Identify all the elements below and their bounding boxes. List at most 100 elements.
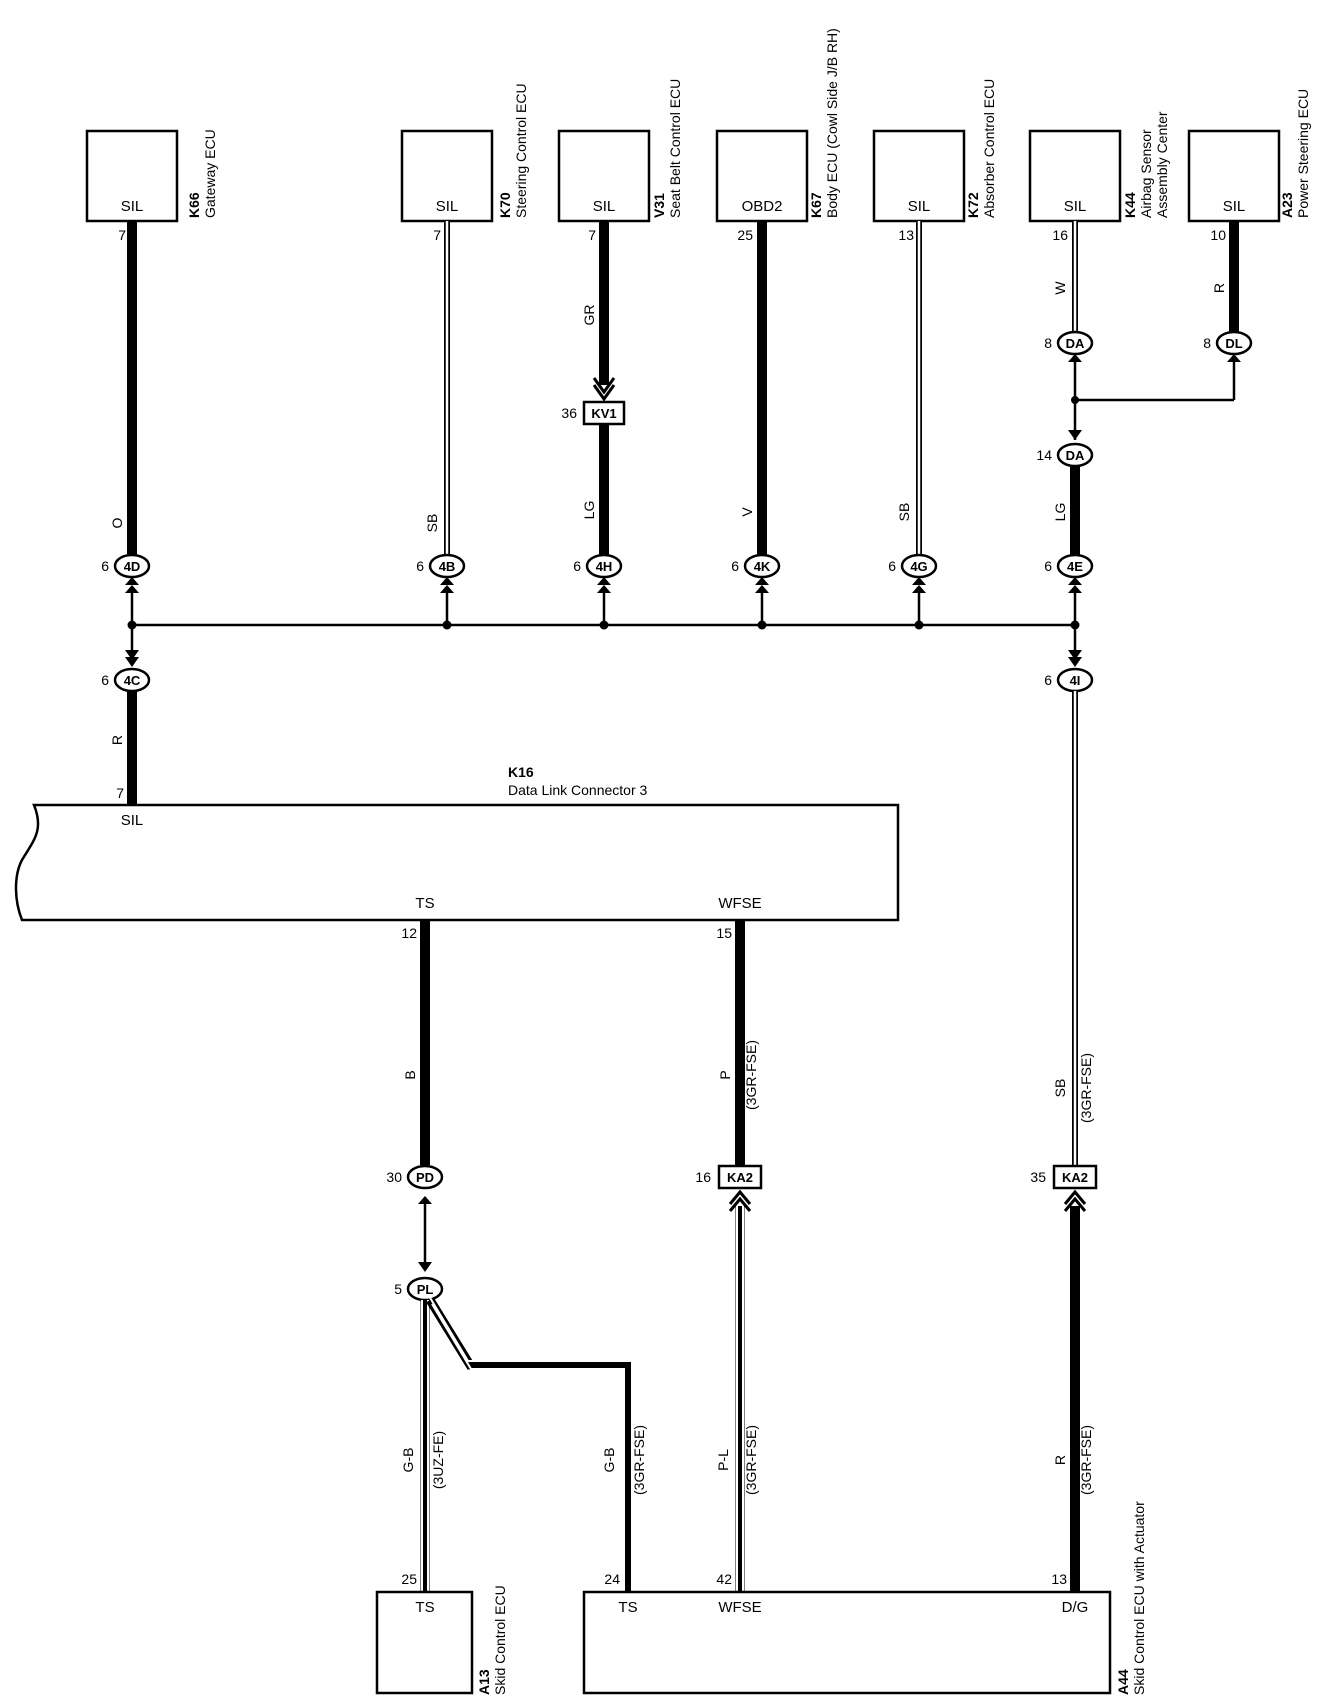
svg-text:5: 5 [394, 1281, 402, 1297]
k72-id: K72 [965, 192, 981, 218]
connector-dl-label: DL [1225, 336, 1242, 351]
v31-pin: 7 [588, 227, 596, 243]
connector-dl-pin: 8 [1203, 335, 1211, 351]
wire-gb-right-note: (3GR-FSE) [631, 1425, 647, 1495]
wire-pl-note: (3GR-FSE) [743, 1425, 759, 1495]
wire-a23-color: R [1211, 283, 1227, 293]
a44-dg: D/G [1062, 1599, 1089, 1616]
a23-name: Power Steering ECU [1295, 89, 1311, 218]
svg-text:35: 35 [1030, 1169, 1046, 1185]
k66-id: K66 [186, 192, 202, 218]
connector-4k: 4K 6 [731, 553, 781, 579]
k70-name: Steering Control ECU [513, 83, 529, 218]
connector-4c: 4C 6 [101, 667, 151, 693]
k67-name: Body ECU (Cowl Side J/B RH) [824, 28, 840, 218]
svg-text:4H: 4H [596, 559, 613, 574]
ecu-k70: SIL 7 K70 Steering Control ECU [400, 83, 529, 243]
wire-4i-color: SB [1052, 1079, 1068, 1098]
k66-name: Gateway ECU [202, 129, 218, 218]
k67-pin: 25 [737, 227, 753, 243]
dlc-top-pin: 7 [116, 785, 124, 801]
k44-terminal: SIL [1064, 198, 1087, 215]
wire-4c-color: R [109, 735, 125, 745]
connector-pd: PD 30 [386, 1164, 444, 1190]
svg-text:KA2: KA2 [727, 1170, 753, 1185]
a44-wfse-pin: 42 [716, 1571, 732, 1587]
ecu-k67: OBD2 25 K67 Body ECU (Cowl Side J/B RH) [715, 28, 840, 243]
wire-r-color: R [1052, 1455, 1068, 1465]
a23-id: A23 [1279, 192, 1295, 218]
dlc-wfse: WFSE [718, 895, 761, 912]
svg-text:6: 6 [1044, 672, 1052, 688]
k44-pin: 16 [1052, 227, 1068, 243]
ecu-v31: SIL 7 V31 Seat Belt Control ECU [557, 79, 683, 243]
svg-text:4G: 4G [910, 559, 927, 574]
dlc-ts: TS [415, 895, 434, 912]
svg-text:4C: 4C [124, 673, 141, 688]
a44-name: Skid Control ECU with Actuator [1131, 1501, 1147, 1695]
k66-terminal: SIL [121, 198, 144, 215]
dlc-name: Data Link Connector 3 [508, 782, 648, 798]
a44-ts: TS [618, 1599, 637, 1616]
a44-wfse: WFSE [718, 1599, 761, 1616]
connector-4g: 4G 6 [888, 553, 938, 579]
connector-da-upper-pin: 8 [1044, 335, 1052, 351]
wire-4i-note: (3GR-FSE) [1078, 1053, 1094, 1123]
connector-kv1-pin: 36 [561, 405, 577, 421]
ka2-16-arrow-icon [728, 1189, 752, 1205]
ecu-a13: TS 25 A13 Skid Control ECU [375, 1571, 508, 1695]
svg-text:6: 6 [731, 558, 739, 574]
svg-text:6: 6 [101, 558, 109, 574]
a23-pin: 10 [1210, 227, 1226, 243]
k44-id: K44 [1122, 192, 1138, 218]
svg-text:4D: 4D [124, 559, 141, 574]
k70-terminal: SIL [436, 198, 459, 215]
svg-text:6: 6 [888, 558, 896, 574]
connector-4b: 4B 6 [416, 553, 466, 579]
connector-ka2-16: KA2 16 [695, 1164, 763, 1190]
k72-terminal: SIL [908, 198, 931, 215]
k70-id: K70 [497, 192, 513, 218]
svg-text:4I: 4I [1070, 673, 1081, 688]
svg-text:4K: 4K [754, 559, 771, 574]
dlc-k16: K16 Data Link Connector 3 SIL TS WFSE [14, 764, 900, 922]
k44-name2: Assembly Center [1154, 111, 1170, 218]
dlc-sil: SIL [121, 812, 144, 829]
ecu-k44: SIL 16 K44 Airbag Sensor Assembly Center [1028, 111, 1170, 243]
wire-v31-color: GR [581, 305, 597, 326]
connector-da-lower-pin: 14 [1036, 447, 1052, 463]
svg-text:30: 30 [386, 1169, 402, 1185]
wire-wfse-color: P [717, 1070, 733, 1079]
connector-4d: 4D 6 [101, 553, 151, 579]
connector-da-lower-label: DA [1066, 448, 1085, 463]
ka2-35-arrow-icon [1063, 1189, 1087, 1205]
wire-gb-left-color: G-B [400, 1448, 416, 1473]
a13-name: Skid Control ECU [492, 1585, 508, 1695]
svg-text:6: 6 [573, 558, 581, 574]
ecu-k66: SIL 7 K66 Gateway ECU [85, 129, 218, 243]
connector-4i: 4I 6 [1044, 667, 1094, 693]
v31-id: V31 [651, 193, 667, 218]
dlc-wfse-pin: 15 [716, 925, 732, 941]
a13-id: A13 [476, 1669, 492, 1695]
svg-text:4E: 4E [1067, 559, 1083, 574]
wire-k72-color: SB [896, 503, 912, 522]
a44-dg-pin: 13 [1051, 1571, 1067, 1587]
wire-k70-color: SB [424, 514, 440, 533]
k72-name: Absorber Control ECU [981, 79, 997, 218]
wire-da-4e-color: LG [1052, 503, 1068, 522]
a13-ts-pin: 25 [401, 1571, 417, 1587]
wire-wfse-note: (3GR-FSE) [743, 1040, 759, 1110]
wire-pl-color: P-L [715, 1449, 731, 1471]
k44-name: Airbag Sensor [1138, 129, 1154, 218]
connector-pl: PL 5 [394, 1276, 444, 1302]
connector-da-upper-label: DA [1066, 336, 1085, 351]
wire-gb-right-color: G-B [601, 1448, 617, 1473]
connector-ka2-35: KA2 35 [1030, 1164, 1098, 1190]
wire-k44-color: W [1052, 281, 1068, 295]
svg-text:6: 6 [416, 558, 424, 574]
k67-terminal: OBD2 [742, 198, 783, 215]
a23-terminal: SIL [1223, 198, 1246, 215]
k70-pin: 7 [433, 227, 441, 243]
